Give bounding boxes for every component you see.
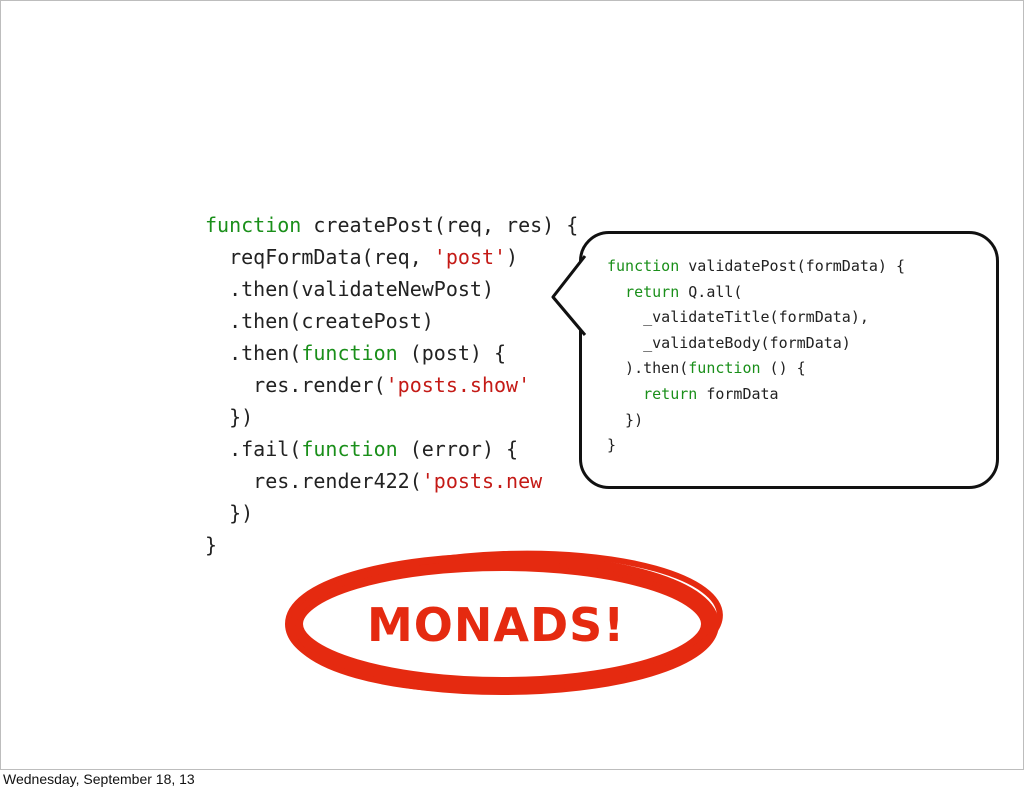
code-token: res.render( [205,373,386,397]
code-token: res.render422( [205,469,422,493]
code-token: function [301,341,398,365]
code-token: return [643,384,698,403]
code-token: }) [205,501,254,525]
code-token: function [607,257,680,275]
code-token: .fail( [205,437,302,461]
code-token: }) [205,405,254,429]
code-line: }) [607,408,905,434]
code-line: _validateBody(formData) [607,331,905,357]
code-line: .then(function (post) { [205,337,578,369]
code-line: res.render('posts.show' [205,369,578,401]
code-token: _validateTitle(formData), [607,308,869,327]
code-line: function createPost(req, res) { [205,209,578,241]
code-line: ).then(function () { [607,356,905,382]
code-token: formData [697,384,779,403]
code-token: createPost(req, res) { [301,213,579,237]
footer-date: Wednesday, September 18, 13 [3,771,195,787]
code-token: .then( [205,341,302,365]
code-token: } [205,533,218,557]
code-line: reqFormData(req, 'post') [205,241,578,273]
code-token: return [625,282,680,301]
code-line: .then(createPost) [205,305,578,337]
code-token: (error) { [397,437,519,461]
code-line: return formData [607,382,905,408]
code-line: } [607,433,905,459]
code-line: }) [205,401,578,433]
code-token [607,385,643,403]
code-token: function [688,359,761,378]
code-token: Q.all( [679,282,743,301]
code-block-validate-post: function validatePost(formData) { return… [607,254,905,459]
code-line: return Q.all( [607,280,905,306]
code-token: function [205,213,302,237]
code-token: () { [760,359,806,378]
code-token: 'posts.show' [385,373,531,397]
code-token: }) [607,410,644,429]
code-token: 'posts.new [421,469,543,493]
code-line: .fail(function (error) { [205,433,578,465]
code-token: .then(validateNewPost) [205,277,494,301]
code-token: ) [506,245,519,269]
code-token: } [607,436,617,455]
code-token: _validateBody(formData) [607,333,851,352]
code-token: .then(createPost) [205,309,434,333]
code-line: res.render422('posts.new [205,465,578,497]
code-token: function [301,437,398,461]
code-token: 'post' [433,245,507,269]
code-line: _validateTitle(formData), [607,305,905,331]
code-line: } [205,529,578,561]
code-token: validatePost(formData) { [679,257,906,275]
code-line: function validatePost(formData) { [607,254,905,280]
code-line: .then(validateNewPost) [205,273,578,305]
code-token: (post) { [397,341,507,365]
slide: function createPost(req, res) { reqFormD… [0,0,1024,770]
code-token [607,283,625,301]
monads-label: MONADS! [367,598,626,652]
code-line: }) [205,497,578,529]
code-token: ).then( [607,359,689,378]
speech-bubble [579,231,999,489]
code-token: reqFormData(req, [205,245,434,269]
code-block-create-post: function createPost(req, res) { reqFormD… [205,209,578,561]
